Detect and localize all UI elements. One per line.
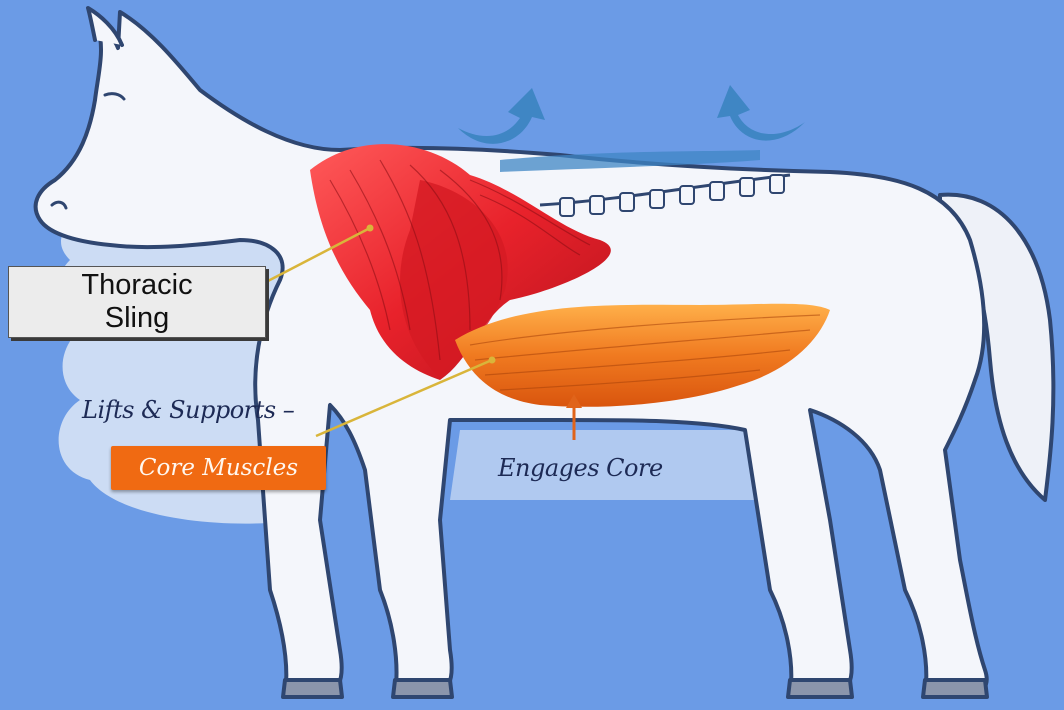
thoracic-leader-dot xyxy=(367,225,374,232)
hoof-front-right xyxy=(393,680,452,697)
thoracic-sling-label: Thoracic Sling xyxy=(8,266,266,338)
hoof-back-right xyxy=(923,680,987,697)
lift-arrow-left-icon xyxy=(458,88,545,144)
thoracic-label-line2: Sling xyxy=(105,302,170,335)
lifts-supports-label: Lifts & Supports – xyxy=(82,396,294,424)
hoof-back-left xyxy=(788,680,852,697)
hoof-front-left xyxy=(283,680,342,697)
core-muscles-badge: Core Muscles xyxy=(111,446,326,490)
lift-arrow-right-icon xyxy=(717,85,805,141)
core-leader-dot xyxy=(489,357,496,364)
engages-core-label: Engages Core xyxy=(498,454,663,482)
horse-ear xyxy=(88,8,122,45)
thoracic-label-line1: Thoracic xyxy=(81,269,192,302)
